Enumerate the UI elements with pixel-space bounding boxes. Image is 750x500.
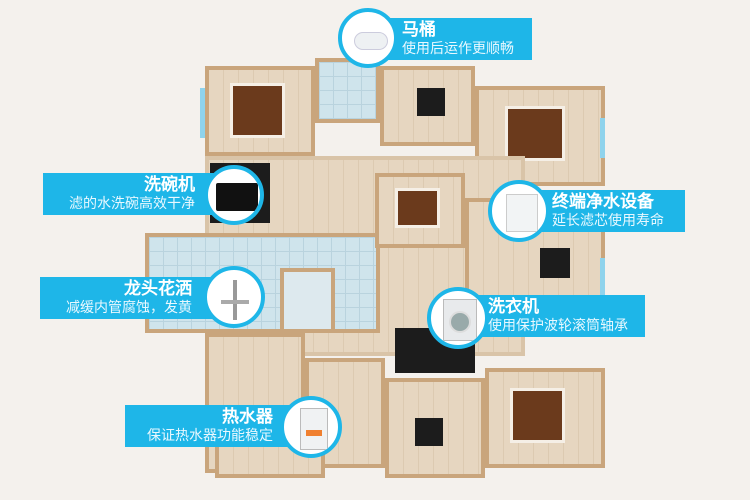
window [600, 118, 605, 158]
callout-water-purifier: 终端净水设备 延长滤芯使用寿命 [530, 190, 685, 232]
rug [415, 418, 443, 446]
callout-toilet: 马桶 使用后运作更顺畅 [380, 18, 532, 60]
callout-subtitle: 使用保护波轮滚筒轴承 [488, 318, 628, 334]
dishwasher-icon [204, 165, 264, 225]
faucet-icon [203, 266, 265, 328]
callout-title: 洗衣机 [488, 297, 539, 317]
bedroom [205, 66, 315, 156]
toilet-icon [338, 8, 398, 68]
living-room [385, 378, 485, 478]
callout-faucet: 龙头花洒 减缓内管腐蚀，发黄 [40, 277, 220, 319]
callout-subtitle: 保证热水器功能稳定 [147, 428, 273, 444]
rug [417, 88, 445, 116]
window [600, 258, 605, 298]
callout-title: 洗碗机 [144, 175, 195, 195]
rug [540, 248, 570, 278]
water-heater-icon [280, 396, 342, 458]
callout-title: 热水器 [222, 407, 273, 427]
bed [230, 83, 285, 138]
callout-title: 龙头花洒 [124, 279, 192, 299]
callout-subtitle: 滤的水洗碗高效干净 [69, 196, 195, 212]
callout-subtitle: 减缓内管腐蚀，发黄 [66, 300, 192, 316]
callout-water-heater: 热水器 保证热水器功能稳定 [125, 405, 295, 447]
callout-title: 马桶 [402, 20, 436, 40]
bed [510, 388, 565, 443]
callout-subtitle: 延长滤芯使用寿命 [552, 213, 664, 229]
elevator [280, 268, 335, 333]
water-purifier-icon [488, 180, 550, 242]
washing-machine-icon [427, 287, 489, 349]
callout-title: 终端净水设备 [552, 192, 654, 212]
callout-subtitle: 使用后运作更顺畅 [402, 41, 514, 57]
bed [395, 188, 440, 228]
window [200, 88, 205, 138]
floor-plan [145, 58, 615, 478]
bed [505, 106, 565, 161]
callout-dishwasher: 洗碗机 滤的水洗碗高效干净 [43, 173, 223, 215]
callout-washing-machine: 洗衣机 使用保护波轮滚筒轴承 [470, 295, 645, 337]
